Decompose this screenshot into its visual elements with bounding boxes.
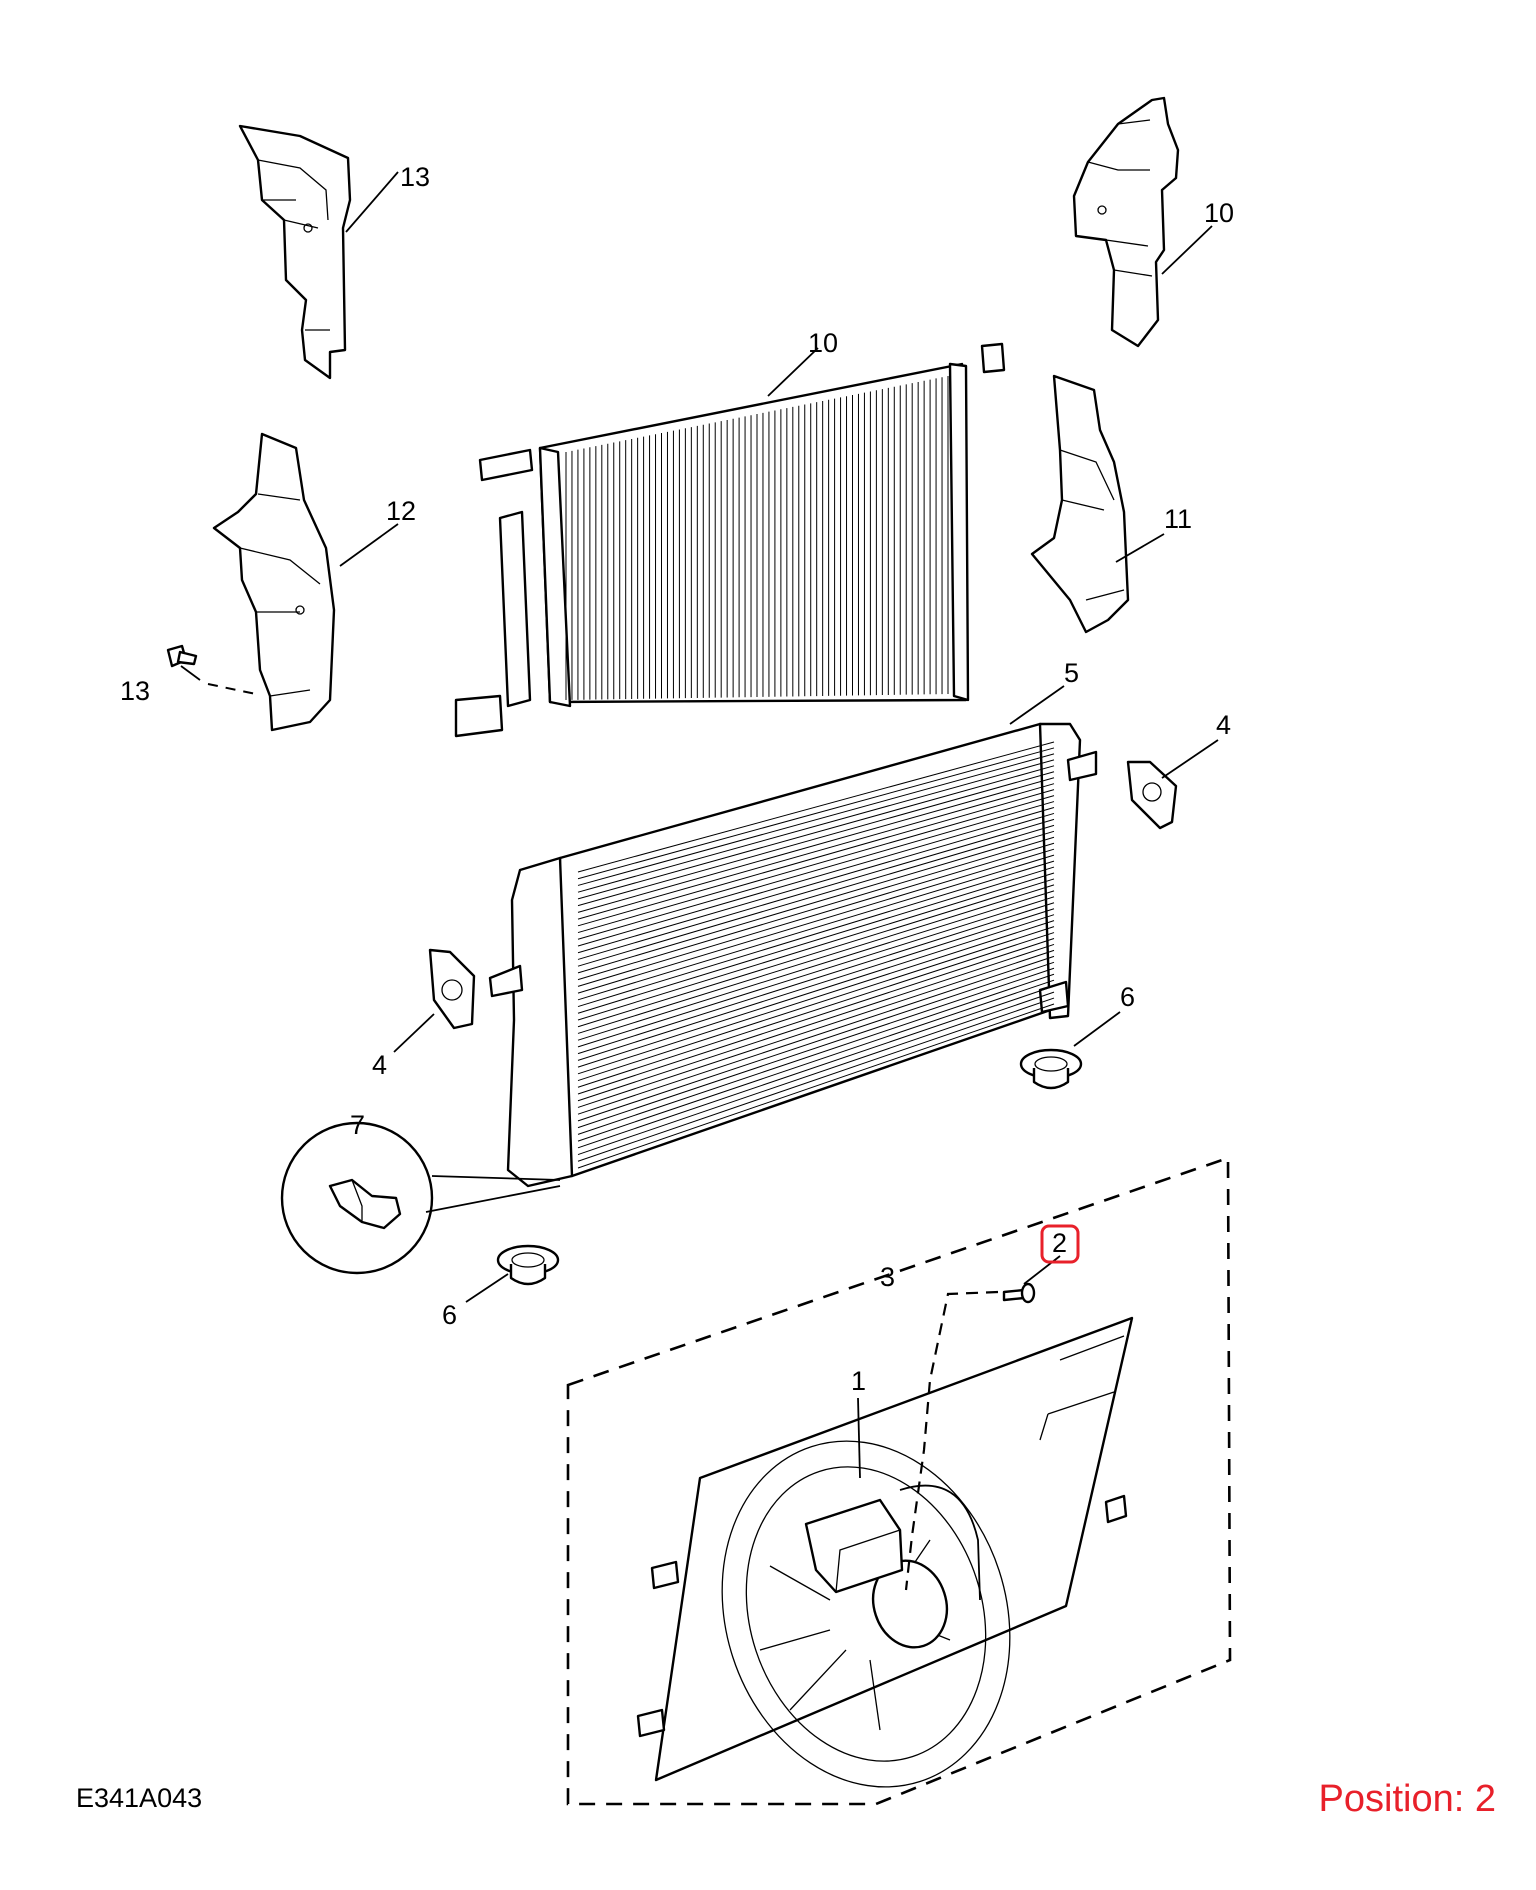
part-2-fan-screw[interactable] <box>1002 1282 1036 1304</box>
part-4-mount-left[interactable] <box>428 948 476 1030</box>
callout-6-right: 6 <box>1120 982 1135 1012</box>
callout-9: 11 <box>1164 504 1192 534</box>
part-12-air-deflector[interactable] <box>212 432 336 732</box>
callout-5: 5 <box>1064 658 1079 688</box>
position-indicator: Position: 2 <box>1318 1778 1496 1820</box>
callout-3: 3 <box>880 1262 895 1292</box>
callout-4-right: 4 <box>1216 710 1231 740</box>
callout-11: 13 <box>400 162 430 192</box>
callout-4-left: 4 <box>372 1050 387 1080</box>
part-3-fan-assembly-box <box>566 1156 1232 1806</box>
callout-7: 7 <box>350 1110 365 1140</box>
part-7-drain-plug-detail[interactable] <box>280 1121 561 1275</box>
callout-13: 13 <box>120 676 150 706</box>
part-10-air-deflector[interactable] <box>1072 96 1180 348</box>
part-4-mount-right[interactable] <box>1126 760 1178 830</box>
callout-1: 1 <box>851 1366 866 1396</box>
callout-8: 10 <box>808 328 838 358</box>
part-6-insulator-left[interactable] <box>496 1244 560 1286</box>
leader-lines <box>180 171 1219 1591</box>
callout-2-highlight <box>1040 1224 1080 1264</box>
part-13-bolt[interactable] <box>166 644 198 668</box>
part-11-air-deflector[interactable] <box>238 124 352 380</box>
callout-6-left: 6 <box>442 1300 457 1330</box>
part-9-air-deflector[interactable] <box>1030 374 1130 634</box>
callout-10: 10 <box>1204 198 1234 228</box>
callout-12: 12 <box>386 496 416 526</box>
part-1-cooling-fan[interactable] <box>636 1316 1134 1825</box>
diagram-code: E341A043 <box>76 1783 203 1813</box>
part-8-condenser[interactable] <box>454 342 1006 738</box>
part-6-insulator-right[interactable] <box>1019 1048 1083 1090</box>
part-5-radiator[interactable] <box>488 722 1098 1188</box>
callout-2: 2 <box>1052 1228 1067 1258</box>
callout-labels: 13 10 10 12 11 13 5 4 6 4 7 3 2 6 1 <box>120 162 1234 1396</box>
